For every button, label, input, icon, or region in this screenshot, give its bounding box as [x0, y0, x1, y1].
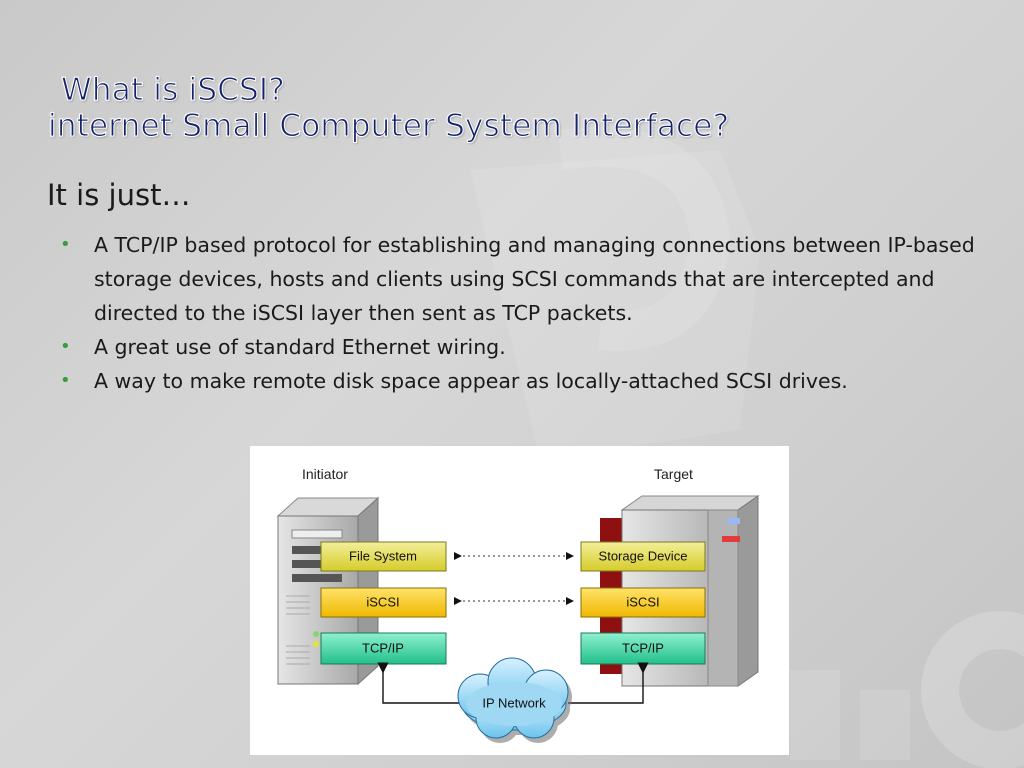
bullet-text: A TCP/IP based protocol for establishing…: [94, 233, 975, 325]
svg-text:iSCSI: iSCSI: [366, 594, 399, 609]
bullet-item: • A great use of standard Ethernet wirin…: [56, 330, 996, 364]
left-layer-iscsi: iSCSI: [320, 587, 447, 618]
bullet-item: • A TCP/IP based protocol for establishi…: [56, 228, 996, 330]
bullet-marker: •: [60, 234, 71, 255]
right-layer-iscsi: iSCSI: [580, 587, 706, 618]
svg-text:TCP/IP: TCP/IP: [362, 640, 404, 655]
svg-text:File System: File System: [349, 548, 417, 563]
bullet-text: A great use of standard Ethernet wiring.: [94, 335, 506, 359]
initiator-label: Initiator: [302, 466, 348, 482]
bullet-marker: •: [60, 336, 71, 357]
bullet-text: A way to make remote disk space appear a…: [94, 369, 848, 393]
subheading: It is just…: [47, 178, 191, 212]
title-line-2: internet Small Computer System Interface…: [47, 108, 730, 145]
iscsi-diagram: Initiator Target: [250, 446, 789, 755]
svg-text:Storage Device: Storage Device: [599, 548, 688, 563]
target-label: Target: [654, 466, 693, 482]
left-layer-file-system: File System: [320, 541, 447, 572]
svg-text:iSCSI: iSCSI: [626, 594, 659, 609]
left-layer-tcpip: TCP/IP: [320, 632, 447, 665]
bullet-item: • A way to make remote disk space appear…: [56, 364, 996, 398]
iscsi-diagram-svg: Initiator Target: [276, 466, 760, 743]
bullet-marker: •: [60, 370, 71, 391]
bullet-list: • A TCP/IP based protocol for establishi…: [56, 228, 996, 398]
ip-network-cloud-icon: IP Network: [457, 657, 572, 743]
right-layer-tcpip: TCP/IP: [580, 632, 706, 665]
svg-text:TCP/IP: TCP/IP: [622, 640, 664, 655]
slide-title: What is iSCSI? internet Small Computer S…: [47, 72, 730, 145]
right-layer-storage-device: Storage Device: [580, 541, 706, 572]
title-line-1: What is iSCSI?: [60, 72, 285, 109]
ip-network-label: IP Network: [482, 695, 546, 710]
